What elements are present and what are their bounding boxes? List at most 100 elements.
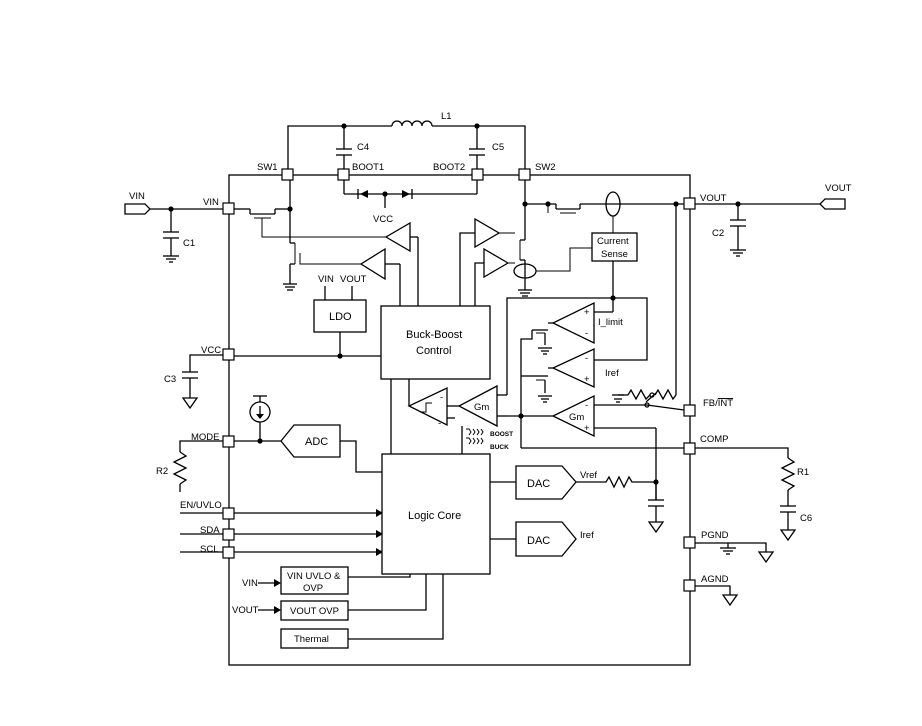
- vcc-internal-label: VCC: [373, 214, 393, 225]
- l1-label: L1: [441, 111, 452, 122]
- ilimit-comparator: [551, 301, 595, 345]
- uvlo-label-1: VIN UVLO &: [287, 571, 341, 582]
- capacitor-c1: [163, 209, 179, 263]
- fb-divider-switch: [612, 201, 685, 411]
- pgnd-pin-label: PGND: [701, 530, 729, 541]
- ilimit-fet: [532, 322, 553, 355]
- gm-right-plus: +: [584, 423, 590, 434]
- pin-comp: [683, 442, 696, 455]
- logic-core-label: Logic Core: [408, 510, 461, 522]
- agnd-ground: [721, 594, 739, 607]
- vref-label: Vref: [580, 470, 597, 481]
- pin-sda: [222, 528, 235, 541]
- pin-boot2: [471, 168, 484, 181]
- logic-core-block: [381, 453, 491, 575]
- input-power-switches: [234, 180, 409, 291]
- gm-amplifier-right: [551, 394, 595, 438]
- dac-vref-label: DAC: [527, 478, 550, 490]
- adc-label: ADC: [305, 436, 328, 448]
- pin-en-uvlo: [222, 507, 235, 520]
- ldo-block: [313, 299, 367, 333]
- vin-terminal: [124, 203, 151, 215]
- current-sense-label-2: Sense: [601, 249, 628, 260]
- uvlo-vin-label: VIN: [242, 578, 258, 589]
- boost-buck-ramp-icon: [466, 428, 484, 445]
- thermal-label: Thermal: [294, 634, 329, 645]
- output-power-switches: [499, 180, 684, 297]
- uvlo-label-2: OVP: [303, 583, 323, 594]
- iref-minus: -: [585, 353, 588, 364]
- c5-label: C5: [492, 142, 504, 153]
- pwm-minus: -: [440, 392, 443, 403]
- iref-amp-label: Iref: [605, 368, 619, 379]
- gate-driver-right-2: [483, 247, 510, 279]
- current-source: [249, 395, 271, 441]
- vin-uvlo-ovp-block: [280, 566, 349, 595]
- pin-vcc: [222, 348, 235, 361]
- current-sense-label-1: Current: [597, 236, 629, 247]
- boost-label: BOOST: [490, 431, 513, 438]
- fb-pin-label: FB/INT: [703, 398, 733, 409]
- gm-right-minus: -: [585, 400, 588, 411]
- iref-fet: [532, 367, 553, 403]
- gate-driver-right-1: [474, 217, 501, 249]
- ic-outline: [228, 174, 691, 666]
- gm-amplifier-left: [457, 384, 498, 428]
- pin-sw1: [281, 168, 294, 181]
- pgnd-ground: [757, 551, 775, 564]
- ovp-vout-label: VOUT: [232, 605, 259, 616]
- capacitor-c3: [181, 354, 223, 410]
- pin-sw2: [518, 168, 531, 181]
- pin-mode: [222, 435, 235, 448]
- gm-right-label: Gm: [569, 412, 584, 423]
- c3-label: C3: [164, 374, 176, 385]
- inductor-l1: [391, 120, 433, 127]
- sw2-label: SW2: [535, 162, 556, 173]
- dac-vref-block: [515, 465, 577, 500]
- pin-agnd: [683, 579, 696, 592]
- c4-label: C4: [357, 142, 369, 153]
- gate-driver-left-1: [384, 221, 411, 253]
- gm-left-label: Gm: [474, 402, 489, 413]
- dac-iref-label: DAC: [527, 535, 550, 547]
- ilimit-plus: +: [584, 307, 590, 318]
- iref-comparator: [551, 347, 595, 389]
- boot2-label: BOOT2: [433, 162, 465, 173]
- ilimit-label: I_limit: [598, 317, 623, 328]
- pin-fb-int: [683, 404, 696, 417]
- en-uvlo-pin-label: EN/UVLO: [180, 500, 222, 511]
- resistor-r2: [172, 440, 223, 492]
- vin-pin-label: VIN: [203, 197, 219, 208]
- ldo-vin-label: VIN: [318, 274, 334, 285]
- bootstrap-diodes: [343, 180, 478, 208]
- inductor-network: [287, 120, 526, 174]
- vout-ovp-label: VOUT OVP: [290, 606, 339, 617]
- pin-pgnd: [683, 536, 696, 549]
- pwm-plus: -: [438, 418, 441, 429]
- r1-label: R1: [797, 467, 809, 478]
- current-sense-block: [591, 232, 638, 262]
- vcc-pin-label: VCC: [201, 345, 221, 356]
- pin-vin: [222, 202, 235, 215]
- buck-boost-label-1: Buck-Boost: [406, 329, 462, 341]
- vref-filter-cap: [647, 499, 665, 534]
- buck-boost-label-2: Control: [416, 345, 451, 357]
- pin-boot1: [337, 168, 350, 181]
- sda-pin-label: SDA: [200, 525, 220, 536]
- c1-label: C1: [183, 238, 195, 249]
- agnd-pin-label: AGND: [701, 574, 729, 585]
- capacitor-c2: [730, 204, 746, 257]
- r2-label: R2: [156, 466, 168, 477]
- mode-pin-label: MODE: [191, 432, 220, 443]
- pin-vout: [683, 197, 696, 210]
- vout-pin-label: VOUT: [700, 193, 727, 204]
- fb-int-overline: INT: [718, 398, 734, 409]
- buck-label: BUCK: [490, 444, 509, 451]
- hysteresis-icon: [420, 402, 432, 413]
- ldo-label: LDO: [329, 311, 352, 323]
- vout-ext-label: VOUT: [825, 183, 852, 194]
- vin-ext-label: VIN: [129, 191, 145, 202]
- comp-pin-label: COMP: [700, 434, 729, 445]
- buck-boost-control-block: [380, 305, 491, 380]
